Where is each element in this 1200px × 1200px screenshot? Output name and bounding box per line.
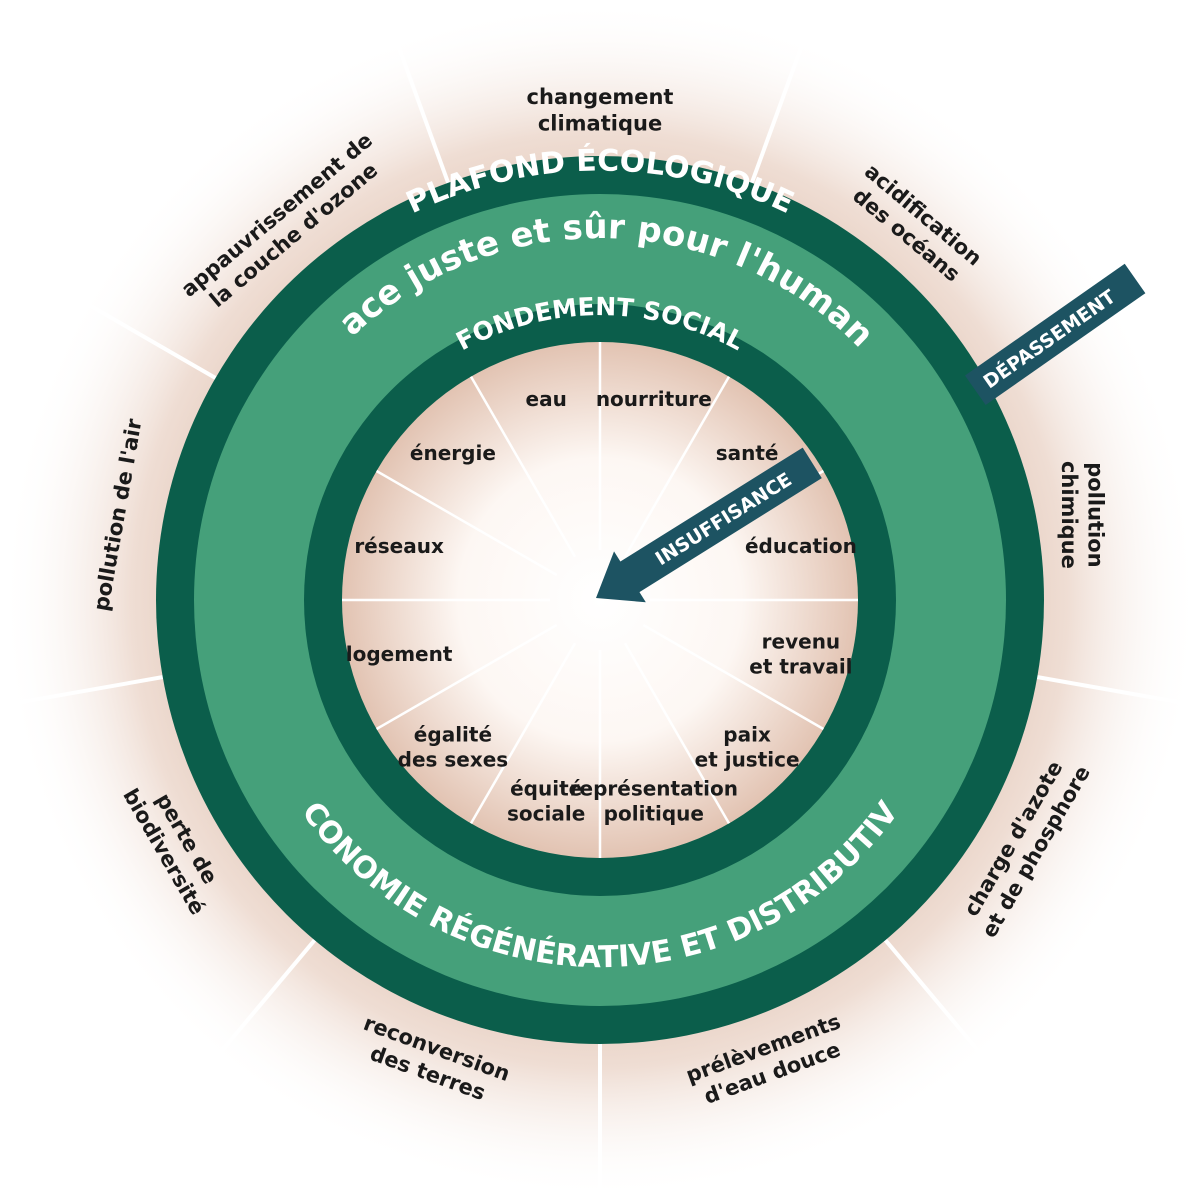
dimension-label-political-line: représentation <box>570 776 738 800</box>
boundary-label-climate-line: climatique <box>538 111 662 135</box>
dimension-label-peace-line: et justice <box>695 748 800 772</box>
boundary-divider <box>8 674 168 707</box>
dimension-label-food-line: nourriture <box>596 387 712 411</box>
boundary-divider <box>79 298 220 382</box>
dimension-divider <box>469 375 577 558</box>
boundary-divider <box>1032 674 1192 707</box>
dimension-label-social_equity-line: sociale <box>507 801 585 825</box>
dimension-label-water-line: eau <box>526 387 567 411</box>
dimension-label-energy-line: énergie <box>410 441 496 465</box>
shortfall-center <box>342 342 858 858</box>
dimension-label-education: éducation <box>745 534 857 558</box>
dimension-label-gender-line: égalité <box>414 723 492 747</box>
dimension-label-gender-line: des sexes <box>398 748 509 772</box>
dimension-label-peace-line: paix <box>723 723 771 747</box>
dimension-label-networks: réseaux <box>354 534 444 558</box>
dimension-label-energy: énergie <box>410 441 496 465</box>
dimension-label-social_equity-line: équité <box>510 776 582 800</box>
dimension-divider <box>469 642 577 825</box>
boundary-divider <box>392 35 452 188</box>
dimension-divider <box>623 642 731 825</box>
boundary-divider <box>881 935 988 1061</box>
boundary-label-chemical-line: chimique <box>1057 461 1081 569</box>
boundary-label-chemical-line: pollution <box>1083 462 1107 567</box>
dimension-label-education-line: éducation <box>745 534 857 558</box>
dimension-label-political-line: politique <box>604 801 704 825</box>
dimension-divider <box>642 623 825 731</box>
overshoot-arrow-shape <box>964 263 1146 406</box>
dimension-divider <box>623 375 731 558</box>
boundary-divider <box>212 935 319 1061</box>
dimension-label-food: nourriture <box>596 387 712 411</box>
dimension-label-income-line: revenu <box>762 629 841 653</box>
dimension-divider <box>375 469 558 577</box>
shortfall-arrow-shape <box>596 447 822 603</box>
dimension-label-health-line: santé <box>716 441 779 465</box>
dimension-label-networks-line: réseaux <box>354 534 444 558</box>
dimension-label-income-line: et travail <box>749 654 852 678</box>
dimension-label-housing-line: logement <box>346 642 453 666</box>
boundary-label-climate-line: changement <box>527 85 674 109</box>
dimension-label-water: eau <box>526 387 567 411</box>
dimension-label-health: santé <box>716 441 779 465</box>
boundary-label-chemical: pollutionchimique <box>1057 461 1107 569</box>
dimension-divider <box>375 623 558 731</box>
dimension-label-housing: logement <box>346 642 453 666</box>
boundary-divider <box>748 35 808 188</box>
